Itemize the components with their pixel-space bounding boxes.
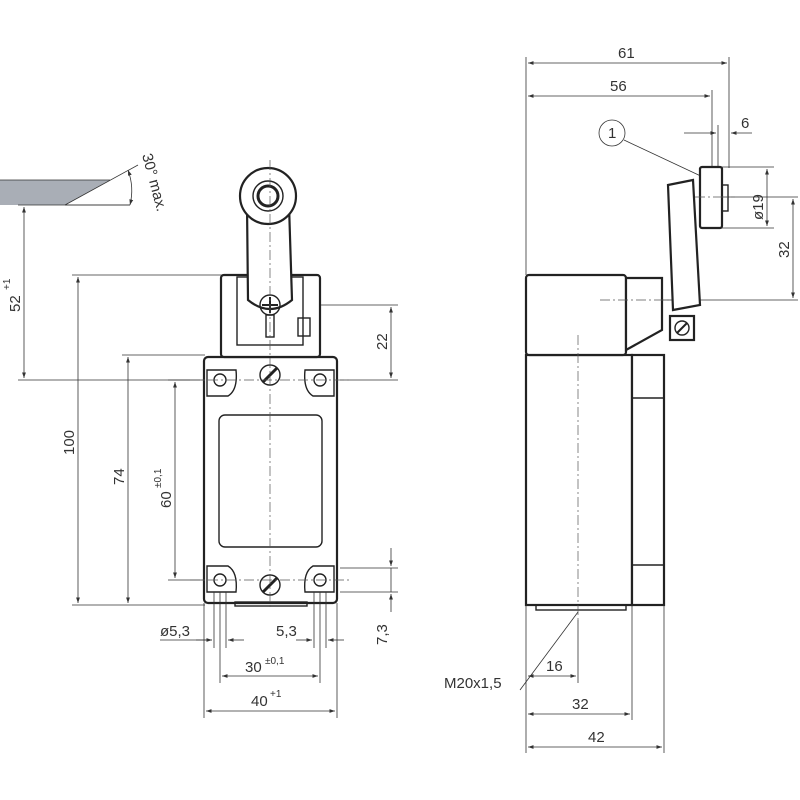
dim-61-label: 61 bbox=[618, 45, 635, 62]
dim-22-label: 22 bbox=[374, 333, 391, 350]
dim-5-3: 5,3 bbox=[276, 592, 344, 648]
dim-32-v-label: 32 bbox=[776, 241, 793, 258]
dim-5-3-label: 5,3 bbox=[276, 623, 297, 640]
dim-42-label: 42 bbox=[588, 729, 605, 746]
side-housing bbox=[524, 165, 735, 620]
dim-hole-label: ø5,3 bbox=[160, 623, 190, 640]
dim-60-tol: ±0,1 bbox=[153, 468, 164, 488]
dim-30: 30 ±0,1 bbox=[219, 592, 321, 683]
dim-hole: ø5,3 bbox=[160, 592, 244, 648]
dim-32-h: 32 bbox=[528, 605, 633, 720]
dim-61: 61 bbox=[525, 45, 730, 275]
dim-52-label: 52 bbox=[7, 295, 24, 312]
dim-6: 6 bbox=[684, 115, 752, 168]
callout-label: 1 bbox=[608, 125, 616, 142]
dim-100: 100 bbox=[61, 274, 240, 606]
dim-30-label: 30 bbox=[245, 659, 262, 676]
dim-30-tol: ±0,1 bbox=[265, 656, 285, 667]
side-view: 61 56 6 ø19 32 1 bbox=[444, 45, 798, 753]
cam-plunger: 30° max. bbox=[0, 152, 170, 214]
dim-7-3-label: 7,3 bbox=[374, 624, 391, 645]
dim-74-label: 74 bbox=[111, 468, 128, 485]
dim-6-label: 6 bbox=[741, 115, 749, 132]
dim-40-label: 40 bbox=[251, 693, 268, 710]
dim-19-label: ø19 bbox=[750, 194, 767, 220]
dim-52: 52 +1 bbox=[2, 204, 200, 381]
dim-7-3: 7,3 bbox=[340, 548, 398, 645]
thread-callout: M20x1,5 bbox=[444, 611, 579, 692]
switch-housing bbox=[190, 160, 350, 610]
callout-1: 1 bbox=[598, 119, 706, 179]
thread-label: M20x1,5 bbox=[444, 675, 502, 692]
dim-16-label: 16 bbox=[546, 658, 563, 675]
dim-16: 16 bbox=[525, 605, 579, 753]
dim-56: 56 bbox=[528, 78, 713, 168]
dim-19: ø19 bbox=[720, 166, 774, 229]
dim-40-tol: +1 bbox=[270, 689, 282, 700]
dim-52-tol: +1 bbox=[2, 278, 13, 290]
dim-56-label: 56 bbox=[610, 78, 627, 95]
dim-32-h-label: 32 bbox=[572, 696, 589, 713]
dim-40: 40 +1 bbox=[203, 603, 338, 718]
dim-60-label: 60 bbox=[158, 491, 175, 508]
dim-42: 42 bbox=[528, 605, 665, 753]
dim-60: 60 ±0,1 bbox=[153, 379, 210, 581]
front-view: 30° max. 52 +1 100 74 60 bbox=[0, 152, 398, 718]
dim-100-label: 100 bbox=[61, 430, 78, 455]
angle-label: 30° max. bbox=[138, 152, 170, 214]
dim-74: 74 bbox=[111, 354, 205, 603]
